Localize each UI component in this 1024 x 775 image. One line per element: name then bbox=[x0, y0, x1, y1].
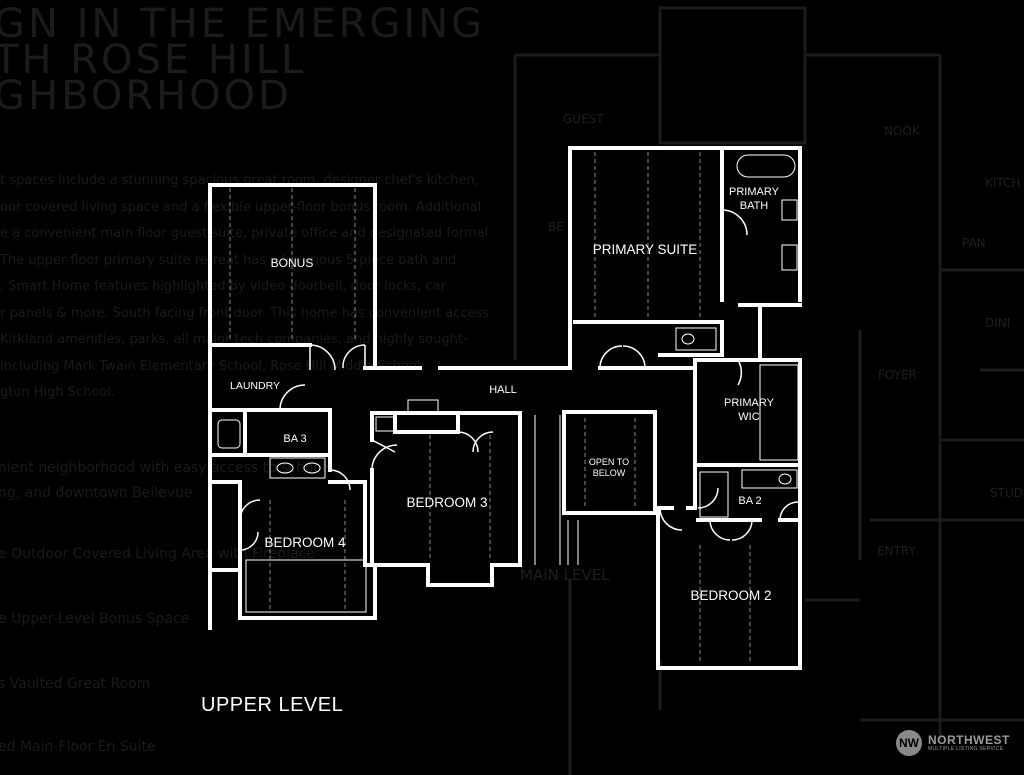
bg-label-foyer: FOYER bbox=[878, 368, 917, 382]
bg-description-line: r panels & more. South facing front door… bbox=[0, 305, 490, 321]
bg-description: t spaces include a stunning spacious gre… bbox=[0, 168, 500, 407]
room-label-primary-wic-line-2: WIC bbox=[738, 411, 759, 423]
bg-neighborhood-line: nient neighborhood with easy access to s… bbox=[0, 460, 338, 476]
bg-bullet-item: e Upper-Level Bonus Space bbox=[0, 611, 190, 627]
nwmls-logo: NW NORTHWEST MULTIPLE LISTING SERVICE bbox=[896, 730, 1010, 756]
level-title: UPPER LEVEL bbox=[201, 694, 344, 716]
bg-heading-line-3: GHBORHOOD bbox=[0, 73, 292, 119]
bg-label-nook: NOOK bbox=[884, 124, 920, 138]
nwmls-name: NORTHWEST bbox=[928, 732, 1010, 747]
bg-label-main-level: MAIN LEVEL bbox=[520, 566, 610, 584]
room-label-ba3: BA 3 bbox=[283, 433, 306, 445]
room-label-open-to-below-line-1: OPEN TO bbox=[589, 457, 629, 467]
ceiling-lines bbox=[229, 152, 751, 662]
bg-label-study: STUD bbox=[990, 486, 1023, 500]
bg-description-line: e a convenient main floor guest suite, p… bbox=[0, 226, 489, 241]
nwmls-text: NORTHWEST MULTIPLE LISTING SERVICE bbox=[928, 734, 1010, 753]
room-label-primary-suite: PRIMARY SUITE bbox=[593, 242, 698, 257]
bg-label-entry: ENTRY bbox=[877, 544, 916, 558]
bg-description-line: including Mark Twain Elementary School, … bbox=[0, 358, 425, 374]
room-label-bedroom3: BEDROOM 3 bbox=[406, 495, 487, 510]
bg-label-dining: DINI bbox=[985, 316, 1011, 330]
room-label-primary-bath-line-1: PRIMARY bbox=[729, 186, 780, 198]
room-label-bedroom4: BEDROOM 4 bbox=[264, 535, 346, 550]
bg-description-line: The upper-floor primary suite retreat ha… bbox=[0, 252, 457, 268]
bg-description-line: gton High School. bbox=[0, 385, 115, 400]
bg-label-guest: GUEST bbox=[563, 112, 604, 126]
door-swings bbox=[239, 209, 799, 551]
room-label-open-to-below-line-2: BELOW bbox=[593, 468, 626, 478]
nwmls-subtitle: MULTIPLE LISTING SERVICE bbox=[928, 745, 1004, 752]
bg-bullet-item: e Outdoor Covered Living Area with Firep… bbox=[0, 546, 315, 562]
bg-heading-line-2: TH ROSE HILL bbox=[0, 37, 307, 83]
ghost-main-level-lines bbox=[513, 6, 1024, 775]
bg-description-line: . Smart Home features highlighted by vid… bbox=[0, 279, 446, 294]
bg-description-line: oor covered living space and a flexible … bbox=[0, 199, 482, 215]
room-label-primary-wic-line-1: PRIMARY bbox=[724, 397, 775, 409]
wall-lines bbox=[208, 146, 802, 670]
room-label-ba2: BA 2 bbox=[738, 495, 761, 507]
bg-heading-line-1: GN IN THE EMERGING bbox=[0, 1, 486, 47]
room-label-laundry: LAUNDRY bbox=[230, 380, 280, 392]
room-label-hall: HALL bbox=[489, 384, 517, 396]
room-label-bedroom2: BEDROOM 2 bbox=[690, 588, 771, 603]
bg-label-pantry: PAN bbox=[962, 236, 986, 250]
room-label-primary-bath-line-2: BATH bbox=[740, 200, 769, 212]
bg-bullet-item: ed Main-Floor En Suite bbox=[0, 739, 156, 755]
bg-label-kitchen: KITCH bbox=[985, 176, 1021, 190]
bg-bullet-item: s Vaulted Great Room bbox=[0, 676, 151, 692]
room-label-bonus: BONUS bbox=[271, 256, 314, 270]
bg-label-bed: BE bbox=[548, 220, 564, 234]
nwmls-mark-icon: NW bbox=[896, 730, 922, 756]
bg-neighborhood-line: ng, and downtown Bellevue bbox=[0, 485, 193, 501]
fixtures bbox=[217, 154, 799, 613]
bg-description-line: Kirkland amenities, parks, all major tec… bbox=[0, 332, 468, 347]
